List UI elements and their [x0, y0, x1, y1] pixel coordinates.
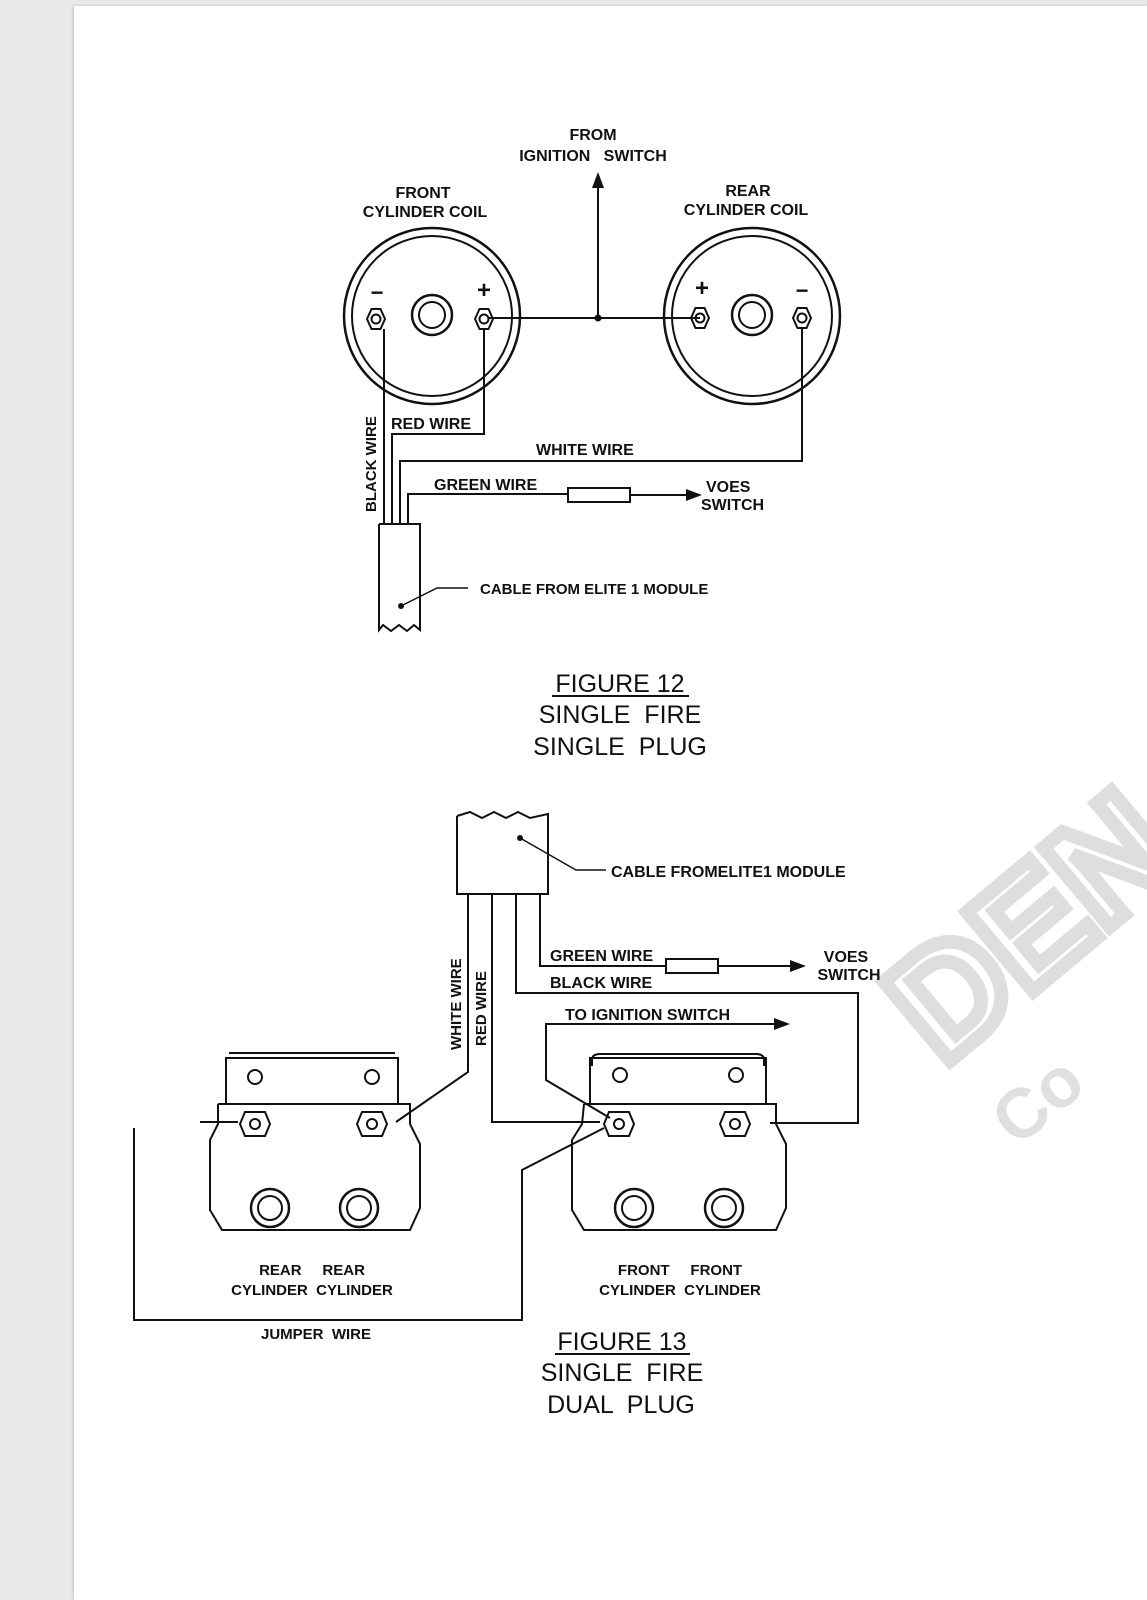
plug-tower [613, 1187, 655, 1229]
document-page: DEN Co [74, 6, 1147, 1600]
plug-tower [338, 1187, 380, 1229]
black-wire-label: BLACK WIRE [363, 416, 380, 512]
front-coil-label: FRONT [395, 185, 450, 202]
voes-arrowhead [790, 960, 806, 972]
figure-12-diagram [342, 172, 842, 633]
front-coil-pack [571, 1053, 787, 1231]
cable-leader [519, 837, 606, 871]
negative-terminal-nut [365, 308, 387, 330]
voes-arrowhead [686, 489, 702, 501]
figure-12-caption: FIGURE 12 SINGLE FIRE SINGLE PLUG [533, 670, 707, 761]
mount-hole [247, 1069, 263, 1085]
black-wire [515, 894, 859, 1124]
front-cylinder-label-2: CYLINDER CYLINDER [599, 1282, 761, 1299]
ignition-arrowhead [774, 1018, 790, 1030]
voes-switch-label: VOES [706, 479, 751, 496]
terminal-stud [613, 1118, 625, 1130]
coil-tower-inner [738, 301, 766, 329]
mount-hole [364, 1069, 380, 1085]
voes-switch-label: VOES [824, 949, 869, 966]
jumper-wire-label: JUMPER WIRE [261, 1326, 371, 1343]
green-wire [407, 493, 568, 524]
terminal-stud [729, 1118, 741, 1130]
red-wire-label: RED WIRE [473, 971, 490, 1046]
negative-terminal-stud [796, 312, 808, 324]
watermark: DEN Co [848, 753, 1147, 1160]
terminal-stud [366, 1118, 378, 1130]
plug-tower [703, 1187, 745, 1229]
module-cable [456, 810, 549, 895]
green-wire [539, 894, 666, 967]
figure-13-title: FIGURE 13 [557, 1328, 686, 1356]
inline-resistor [567, 487, 631, 503]
rear-coil-pack [209, 1052, 421, 1231]
red-wire [491, 894, 600, 1123]
plug-tower [249, 1187, 291, 1229]
rear-cylinder-label-2: CYLINDER CYLINDER [231, 1282, 393, 1299]
figure-13-diagram [133, 810, 859, 1321]
voes-switch-label-2: SWITCH [817, 967, 880, 984]
figure-12-subtitle: SINGLE FIRE [539, 701, 702, 729]
positive-terminal-stud [694, 312, 706, 324]
ignition-switch-wire [545, 1023, 778, 1119]
red-wire-label: RED WIRE [391, 416, 471, 433]
jumper-wire [133, 1127, 605, 1321]
front-cylinder-coil [342, 226, 522, 406]
terminal-stud [249, 1118, 261, 1130]
rear-plus-sign: + [695, 275, 709, 302]
figure-12-subtitle-2: SINGLE PLUG [533, 733, 707, 761]
cable-label: CABLE FROMELITE1 MODULE [611, 864, 846, 881]
negative-terminal-nut [791, 307, 813, 329]
rear-coil-label: REAR [725, 183, 771, 200]
white-wire [399, 328, 803, 524]
rear-coil-label-2: CYLINDER COIL [684, 202, 809, 219]
positive-terminal-nut [473, 308, 495, 330]
wiring-diagrams: DEN Co [133, 127, 1147, 1419]
terminal-nut [238, 1111, 272, 1137]
mount-hole [728, 1067, 744, 1083]
green-wire-label: GREEN WIRE [550, 948, 653, 965]
cable-leader [400, 587, 468, 607]
black-wire-label: BLACK WIRE [550, 975, 653, 992]
white-wire [395, 894, 469, 1123]
cable-label: CABLE FROM ELITE 1 MODULE [480, 581, 708, 598]
figure-13-subtitle-2: DUAL PLUG [547, 1391, 695, 1419]
positive-terminal-nut [689, 307, 711, 329]
inline-resistor [665, 958, 719, 974]
figure-12-title: FIGURE 12 [555, 670, 684, 698]
rear-cylinder-label: REAR REAR [259, 1262, 365, 1279]
from-ignition-label-2: IGNITION SWITCH [519, 148, 667, 165]
negative-terminal-stud [370, 313, 382, 325]
coil-tower-inner [418, 301, 446, 329]
rear-cylinder-coil [662, 226, 842, 406]
to-ignition-label: TO IGNITION SWITCH [565, 1007, 730, 1024]
coil-tower [410, 293, 454, 337]
green-wire-label: GREEN WIRE [434, 477, 537, 494]
voes-switch-label-2: SWITCH [701, 497, 764, 514]
positive-terminal-stud [478, 313, 490, 325]
front-minus-sign: − [371, 280, 384, 305]
figure-13-caption: FIGURE 13 SINGLE FIRE DUAL PLUG [541, 1328, 704, 1419]
terminal-nut [355, 1111, 389, 1137]
front-plus-sign: + [477, 277, 491, 304]
rear-minus-sign: − [796, 278, 809, 303]
terminal-nut [718, 1111, 752, 1137]
white-wire-label: WHITE WIRE [448, 958, 465, 1050]
front-coil-label-2: CYLINDER COIL [363, 204, 488, 221]
from-ignition-label: FROM [569, 127, 616, 144]
white-wire-label: WHITE WIRE [536, 442, 634, 459]
red-wire [391, 329, 485, 524]
coil-tower [730, 293, 774, 337]
front-cylinder-label: FRONT FRONT [618, 1262, 742, 1279]
terminal-nut [602, 1111, 636, 1137]
module-cable [378, 523, 421, 633]
ignition-arrowhead [592, 172, 604, 188]
watermark-text: DEN [855, 760, 1147, 1092]
mount-hole [612, 1067, 628, 1083]
figure-13-subtitle: SINGLE FIRE [541, 1359, 704, 1387]
